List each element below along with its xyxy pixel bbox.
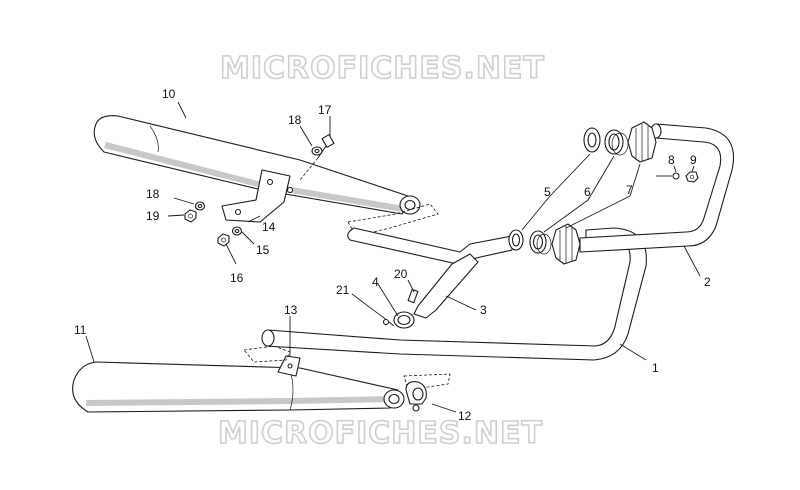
callout-19: 19 bbox=[146, 209, 160, 223]
callout-21: 21 bbox=[336, 283, 350, 297]
gasket-5-lower bbox=[508, 229, 524, 251]
washer-18-left bbox=[194, 201, 206, 211]
leader-lines bbox=[85, 101, 701, 413]
callout-5: 5 bbox=[544, 185, 551, 199]
nut-16 bbox=[217, 233, 230, 247]
washer-15 bbox=[231, 226, 243, 236]
nut-19 bbox=[184, 209, 197, 223]
callout-18-left: 18 bbox=[146, 187, 160, 201]
upper-muffler bbox=[93, 115, 421, 215]
callout-15: 15 bbox=[256, 243, 270, 257]
callout-11: 11 bbox=[74, 323, 87, 337]
callout-10: 10 bbox=[162, 87, 176, 101]
washer-18-top bbox=[311, 146, 323, 156]
callout-20: 20 bbox=[394, 267, 408, 281]
muffler-bracket bbox=[221, 169, 294, 223]
callout-17: 17 bbox=[318, 103, 332, 117]
mount-outline-lower bbox=[243, 345, 291, 363]
callout-13: 13 bbox=[284, 303, 298, 317]
callout-3: 3 bbox=[480, 303, 487, 317]
nut-7-lower bbox=[551, 223, 581, 265]
lower-muffler bbox=[72, 361, 405, 413]
callout-1: 1 bbox=[652, 361, 659, 375]
callout-6: 6 bbox=[584, 185, 591, 199]
nut-7-upper bbox=[627, 121, 657, 163]
header-pipe-1 bbox=[261, 227, 647, 361]
bolt-21 bbox=[382, 317, 395, 327]
ring-6-upper bbox=[604, 129, 629, 156]
callout-9: 9 bbox=[690, 153, 697, 167]
nut-9 bbox=[685, 171, 699, 183]
callout-12: 12 bbox=[458, 409, 472, 423]
clamp-4 bbox=[393, 288, 419, 329]
clamp-12 bbox=[405, 381, 427, 412]
gasket-5-upper bbox=[583, 127, 601, 153]
watermark-top: MICROFICHES.NET bbox=[220, 51, 545, 86]
stud-8 bbox=[656, 172, 680, 180]
callout-14: 14 bbox=[262, 220, 276, 234]
callout-18-top: 18 bbox=[288, 113, 302, 127]
callout-7: 7 bbox=[626, 183, 633, 197]
callout-16: 16 bbox=[230, 271, 244, 285]
callout-4: 4 bbox=[372, 275, 379, 289]
callout-8: 8 bbox=[668, 153, 675, 167]
lower-muffler-bracket bbox=[277, 355, 301, 377]
callout-labels: 1 2 3 4 5 6 7 8 9 10 11 12 13 14 15 16 1… bbox=[74, 87, 711, 423]
callout-2: 2 bbox=[704, 275, 711, 289]
ring-6-lower bbox=[529, 230, 552, 255]
left-pipe-upper bbox=[347, 227, 513, 319]
watermark-bottom: MICROFICHES.NET bbox=[218, 416, 543, 451]
